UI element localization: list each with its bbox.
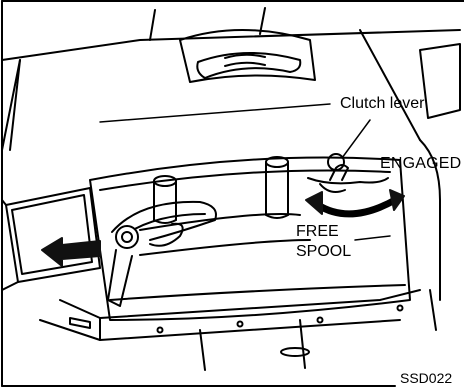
- left-bracket: [2, 188, 100, 290]
- rotation-arrow: [306, 190, 404, 214]
- clutch-lever-knob: [308, 154, 388, 192]
- free-spool-label-line1: FREE: [296, 224, 339, 240]
- figure-code: SSD022: [400, 371, 452, 385]
- side-slot: [420, 44, 460, 118]
- free-spool-label-line2: SPOOL: [296, 244, 351, 260]
- engaged-label: ENGAGED: [380, 156, 461, 172]
- clutch-lever-label: Clutch lever: [340, 96, 424, 112]
- winch-drum-right: [266, 157, 288, 218]
- hook-lever-assembly: [108, 202, 216, 306]
- bumper-lower-skirt: [40, 290, 436, 370]
